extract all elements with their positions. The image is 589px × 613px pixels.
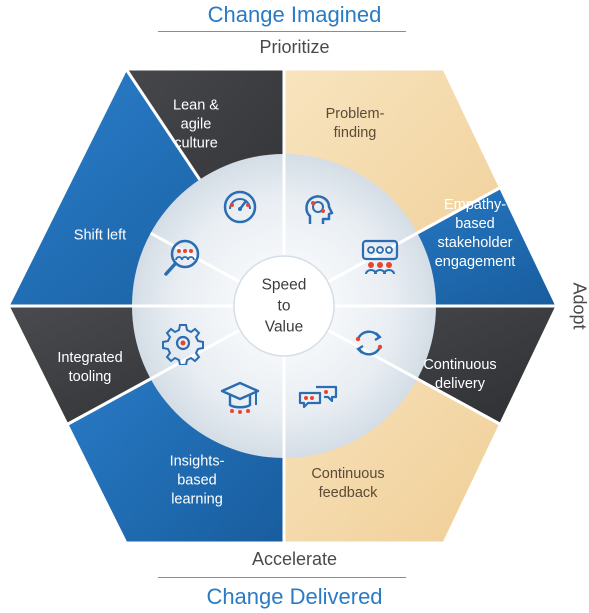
ring-divider: [149, 231, 241, 284]
chat-bubbles-icon: [296, 375, 340, 419]
title-change-imagined: Change Imagined: [207, 2, 382, 27]
head-profile-icon: [296, 188, 340, 232]
divider-bottom: [158, 577, 406, 578]
segment-label: Integrated tooling: [57, 350, 123, 385]
people-ideas-icon: [358, 235, 402, 279]
graduation-cap-icon: [218, 375, 262, 419]
segment-label: Problem- finding: [325, 106, 385, 141]
gauge-icon: [218, 185, 262, 229]
phase-accelerate: Accelerate: [251, 549, 338, 569]
segment-label: Lean & agile culture: [173, 97, 219, 152]
segment-label: Insights- based learning: [169, 453, 225, 508]
gear-icon: [161, 321, 205, 366]
title-change-delivered: Change Delivered: [206, 584, 383, 609]
segment-label: Shift left: [73, 227, 127, 244]
magnifier-people-icon: [161, 236, 205, 280]
center-circle: [233, 255, 335, 357]
refresh-cycle-icon: [347, 321, 391, 365]
ring-divider: [149, 328, 241, 381]
center-label-speed-to-value: Speed to Value: [261, 276, 307, 336]
phase-adopt: Adopt: [569, 282, 589, 330]
divider-top: [158, 31, 406, 32]
phase-prioritize: Prioritize: [259, 37, 330, 57]
segment-label: Continuous feedback: [311, 466, 385, 501]
ring-divider: [327, 231, 419, 284]
segment-label: Empathy- based stakeholder engagement: [434, 197, 516, 270]
segment-label: Continuous delivery: [423, 357, 497, 392]
ring-dividers: [132, 154, 436, 458]
